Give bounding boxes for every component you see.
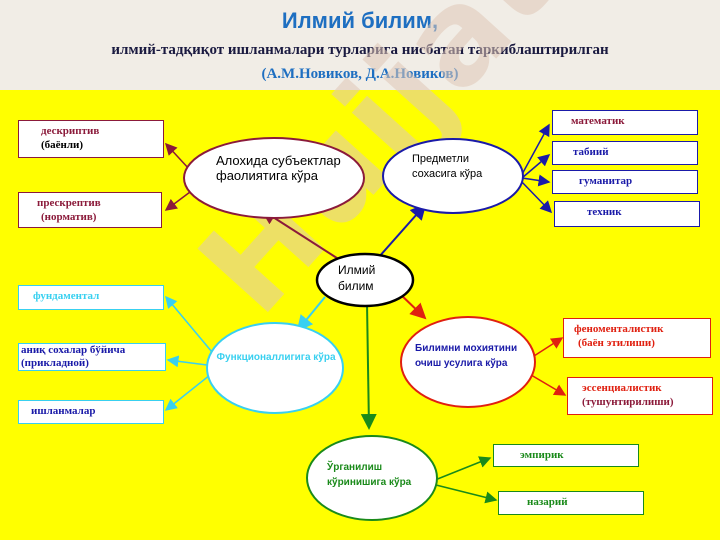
- oval-essence: [400, 316, 536, 408]
- box-math: математик: [552, 110, 698, 135]
- box-empirical: эмпирик: [493, 444, 639, 467]
- prescriptive-title: прескрептив: [37, 197, 101, 209]
- authors: (А.М.Новиков, Д.А.Новиков): [261, 66, 459, 82]
- label-essence: Билимни мохиятини очиш усулига кўра: [415, 343, 518, 369]
- box-theoretical: назарий: [498, 491, 644, 515]
- arrow-function-applied: [166, 355, 208, 368]
- phenomenal-title: феноменталистик: [574, 323, 664, 335]
- box-applied: аниқ сохалар бўйича (прикладной): [18, 343, 166, 371]
- box-humanities: гуманитар: [552, 170, 698, 194]
- box-descriptive: дескриптив (баёнли): [18, 120, 164, 158]
- arrow-function-developments: [164, 374, 211, 411]
- label-function: Функционаллигига кўра: [216, 352, 336, 363]
- box-fundamental: фундаментал: [18, 285, 164, 310]
- oval-function: [206, 322, 344, 414]
- arrow-center-study: [360, 302, 377, 430]
- arrow-center-domain: [377, 203, 427, 259]
- arrow-center-function: [296, 296, 326, 332]
- arrow-domain-natural: [521, 154, 551, 179]
- descriptive-title: дескриптив: [41, 125, 100, 137]
- applied-title: аниқ сохалар бўйича: [21, 344, 126, 356]
- label-study: Ўрганилиш кўринишига кўра: [327, 462, 412, 488]
- prescriptive-note: (норматив): [41, 211, 97, 223]
- essential-title: эссенциалистик: [582, 382, 662, 394]
- arrow-study-theoretical: [435, 484, 498, 504]
- arrow-domain-humanities: [521, 174, 551, 187]
- phenomenal-note: (баён этилиши): [578, 337, 655, 349]
- box-phenomenal: феноменталистик (баён этилиши): [563, 318, 711, 358]
- page-subtitle: илмий-тадқиқот ишланмалари турларига нис…: [111, 42, 609, 58]
- header: Илмий билим, илмий-тадқиқот ишланмалари …: [0, 0, 720, 90]
- label-center: Илмий билим: [338, 263, 376, 293]
- arrow-domain-math: [519, 123, 550, 179]
- oval-study: [306, 435, 438, 521]
- applied-note: (прикладной): [21, 357, 89, 369]
- essential-note: (тушунтирилиши): [582, 396, 674, 408]
- arrow-subject-descriptive: [164, 142, 191, 171]
- arrow-study-empirical: [434, 456, 492, 481]
- box-technical: техник: [554, 201, 700, 227]
- box-prescriptive: прескрептив (норматив): [18, 192, 162, 228]
- arrow-subject-prescriptive: [164, 191, 191, 211]
- arrow-domain-technical: [519, 179, 553, 214]
- box-essential: эссенциалистик (тушунтирилиши): [567, 377, 713, 415]
- descriptive-note: (баёнли): [41, 139, 84, 151]
- oval-domain: [382, 138, 524, 214]
- arrow-function-fundamental: [165, 295, 213, 353]
- box-natural: табиий: [552, 141, 698, 165]
- box-developments: ишланмалар: [18, 400, 164, 424]
- oval-subject: [183, 137, 365, 219]
- oval-center: [315, 252, 415, 308]
- label-domain: Предметли сохасига кўра: [412, 153, 483, 180]
- page-title: Илмий билим,: [281, 8, 439, 33]
- label-subject: Алохида субъектлар фаолиятига кўра: [216, 153, 341, 183]
